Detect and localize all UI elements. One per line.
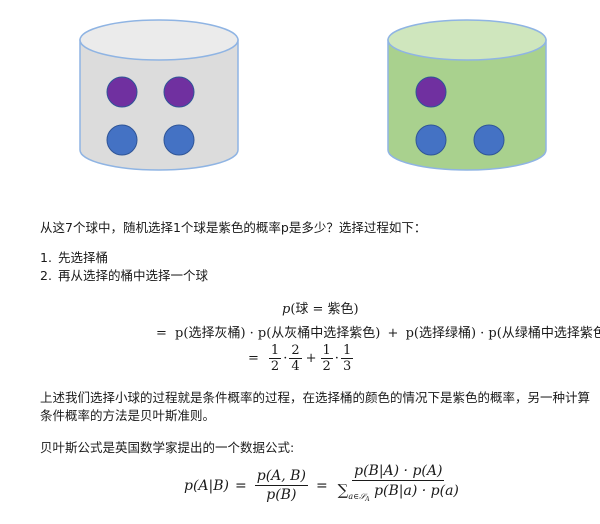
bayes-middle-fraction: p(A, B) p(B) [254, 467, 308, 504]
green-ball-3 [473, 124, 505, 156]
numerator: p(B|A) · p(A) [352, 463, 445, 481]
equation-line-1: p(球 = 紫色) [282, 298, 359, 317]
equation-term-1: p(选择灰桶) · p(从灰桶中选择紫色) [175, 326, 381, 341]
step-number: 1. [40, 250, 52, 265]
equation-term-2: p(选择绿桶) · p(从绿桶中选择紫色) [405, 326, 600, 341]
bayes-lhs: p(A|B) [184, 477, 230, 494]
denominator: 2 [322, 359, 331, 374]
sum-subscript: a∈𝒮A [348, 492, 370, 503]
equation-line-2: = p(选择灰桶) · p(从灰桶中选择紫色) + p(选择绿桶) · p(从绿… [156, 322, 600, 341]
numerator: 1 [340, 343, 354, 359]
step-text: 先选择桶 [58, 250, 109, 265]
denominator: 2 [270, 359, 280, 374]
plus-sign: + [387, 326, 399, 341]
question-text: 从这7个球中，随机选择1个球是紫色的概率p是多少？选择过程如下： [40, 220, 427, 235]
grey-ball-3 [106, 124, 138, 156]
numerator: 2 [289, 343, 302, 359]
sum-subscript-index: A [365, 496, 370, 503]
step-text: 再从选择的桶中选择一个球 [58, 268, 209, 283]
bayes-right-fraction: p(B|A) · p(A) ∑a∈𝒮A p(B|a) · p(a) [336, 462, 461, 509]
sum-subscript-set: a∈𝒮 [348, 492, 366, 501]
dot-operator: · [283, 351, 288, 366]
equation-lhs: (球 = 紫色) [290, 302, 359, 317]
step-number: 2. [40, 268, 52, 283]
paragraph-bayes-intro: 贝叶斯公式是英国数学家提出的一个数据公式: [40, 440, 295, 455]
grey-ball-1 [106, 76, 138, 108]
bayes-formula: p(A|B) = p(A, B) p(B) = p(B|A) · p(A) ∑a… [184, 462, 463, 509]
numerator: 1 [268, 343, 282, 359]
denominator: ∑a∈𝒮A p(B|a) · p(a) [336, 481, 461, 509]
green-bucket-rim [387, 19, 547, 61]
equals-sign: = [315, 477, 328, 494]
numerator: p(A, B) [254, 468, 308, 486]
equals-sign: = [235, 477, 247, 494]
denominator: p(B) [266, 487, 297, 503]
equals-sign: = [156, 326, 167, 341]
green-ball-1 [415, 76, 447, 108]
prob-symbol: p [282, 302, 291, 317]
denominator: 4 [291, 359, 300, 374]
grey-ball-2 [163, 76, 195, 108]
buckets-figure [79, 19, 547, 171]
green-bucket [387, 19, 547, 171]
denominator-term: p(B|a) · p(a) [374, 483, 459, 499]
paragraph-line-2: 条件概率的方法是贝叶斯准则。 [40, 408, 216, 423]
grey-bucket-rim [79, 19, 239, 61]
equals-sign: = [248, 351, 259, 366]
green-ball-2 [415, 124, 447, 156]
plus-sign: + [305, 351, 317, 366]
step-2: 2. 再从选择的桶中选择一个球 [40, 268, 208, 284]
grey-ball-4 [163, 124, 195, 156]
grey-bucket [79, 19, 239, 171]
paragraph-line-1: 上述我们选择小球的过程就是条件概率的过程，在选择桶的颜色的情况下是紫色的概率，另… [40, 390, 591, 405]
numerator: 1 [320, 343, 333, 359]
denominator: 3 [342, 359, 352, 374]
step-1: 1. 先选择桶 [40, 250, 108, 266]
dot-operator: · [334, 351, 339, 366]
sum-symbol: ∑ [337, 481, 349, 499]
